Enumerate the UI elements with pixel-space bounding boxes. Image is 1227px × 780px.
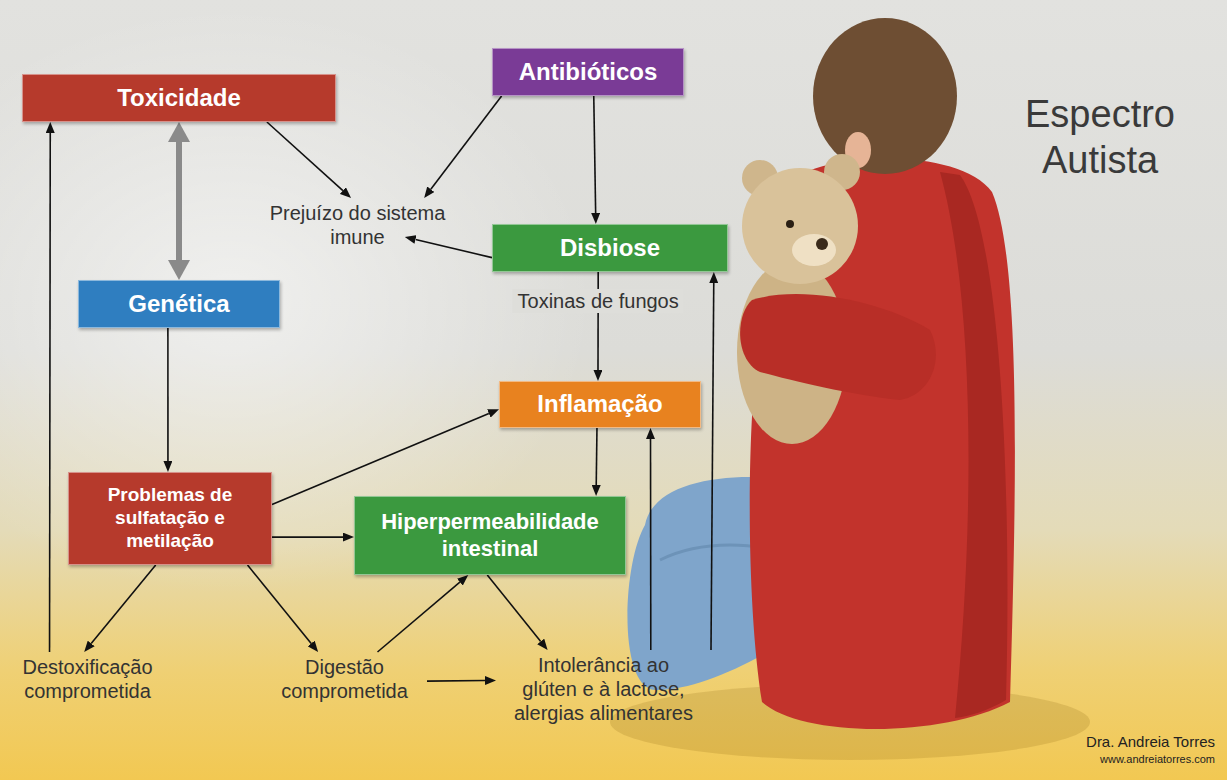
connector-arrow xyxy=(594,96,596,213)
connector-arrow xyxy=(49,133,51,652)
process-box: Toxicidade xyxy=(22,74,336,122)
connector-arrow xyxy=(487,575,540,641)
sweater-shade xyxy=(940,172,1007,718)
process-box: Inflamação xyxy=(499,381,701,428)
node-text: Digestão comprometida xyxy=(265,655,424,703)
connector-arrow xyxy=(272,536,343,538)
process-box: Hiperpermeabilidade intestinal xyxy=(354,496,626,575)
process-box: Antibióticos xyxy=(492,48,684,96)
bear-snout xyxy=(792,234,836,266)
bear-eye xyxy=(786,220,794,228)
text-node: Destoxificação comprometida xyxy=(5,652,170,706)
process-box: Genética xyxy=(78,280,280,328)
text-node: Prejuízo do sistema imune xyxy=(250,198,465,252)
connector-arrow xyxy=(595,428,597,485)
connector-arrow xyxy=(267,122,343,191)
connector-arrow xyxy=(91,565,156,644)
connector-arrow xyxy=(597,272,599,370)
box-text: Disbiose xyxy=(560,234,660,263)
process-box: Disbiose xyxy=(492,224,728,272)
box-text: Antibióticos xyxy=(519,58,658,87)
text-node: Intolerância ao glúten e à lactose, aler… xyxy=(496,650,711,728)
box-text: Hiperpermeabilidade intestinal xyxy=(365,509,615,562)
connector-arrow xyxy=(431,96,502,189)
connector-arrow xyxy=(167,328,169,461)
sweater-arm xyxy=(740,294,936,400)
text-node: Digestão comprometida xyxy=(262,652,427,706)
connector-arrow xyxy=(248,565,312,643)
connector-arrow xyxy=(416,239,492,257)
connector-arrow xyxy=(427,680,485,682)
connector-arrow xyxy=(378,582,460,652)
bear-head xyxy=(742,168,858,284)
box-text: Problemas de sulfatação e metilação xyxy=(90,484,250,552)
website-label: www.andreiatorres.com xyxy=(1100,753,1215,766)
node-text: Prejuízo do sistema imune xyxy=(253,201,462,249)
box-text: Toxicidade xyxy=(117,84,241,113)
connector-arrow xyxy=(272,413,489,504)
node-text: Intolerância ao glúten e à lactose, aler… xyxy=(499,653,708,725)
author-label: Dra. Andreia Torres xyxy=(1086,733,1215,751)
node-text: Destoxificação comprometida xyxy=(8,655,167,703)
bear-nose xyxy=(816,238,828,250)
process-box: Problemas de sulfatação e metilação xyxy=(68,472,272,565)
connector-arrow xyxy=(711,283,714,650)
boy-hair xyxy=(813,18,957,174)
connector-arrow xyxy=(650,439,652,650)
box-text: Genética xyxy=(128,290,229,319)
edge-label: Toxinas de fungos xyxy=(513,289,684,313)
double-arrow xyxy=(176,142,182,260)
title-label: Espectro Autista xyxy=(985,92,1215,183)
box-text: Inflamação xyxy=(537,390,662,419)
